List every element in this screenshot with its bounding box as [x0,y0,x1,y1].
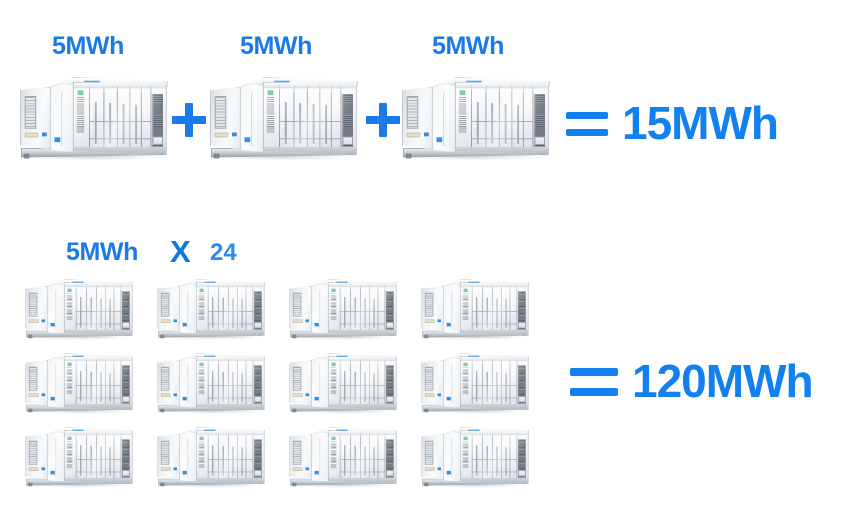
unit-body-side [262,81,357,155]
unit-branding [266,90,276,134]
unit-end-panel [401,86,435,150]
multiplier-count: 24 [210,239,237,266]
unit-accent-dot [42,132,47,137]
unit-label-1: 5MWh [52,32,124,60]
unit-vent-lower [534,136,545,145]
unit-nameplate [406,132,421,138]
unit-vent-lower [342,136,353,145]
unit-branding [76,90,86,134]
unit-shadow [27,153,162,161]
brand-mark-icon [77,90,84,96]
unit-end-door [239,83,265,153]
unit-vent-lower [152,136,163,145]
brand-wordmark [266,97,275,134]
unit-end-panel [209,86,243,150]
unit-accent-dot [424,132,429,137]
unit-foot [23,153,30,159]
unit-foot [213,153,220,159]
unit-label-3: 5MWh [432,32,504,60]
unit-foot [405,153,412,159]
result-total-top: 15MWh [622,97,779,149]
grid-unit-label: 5MWh [66,238,138,266]
result-total-grid: 120MWh [632,355,814,407]
equals-operator [566,112,608,138]
unit-body-side [454,81,549,155]
unit-nameplate [214,132,229,138]
unit-accent-dot [232,132,237,137]
brand-wordmark [76,97,85,134]
louver-vent-icon [24,96,37,129]
louver-vent-icon [406,96,419,129]
equals-operator [570,368,618,398]
brand-mark-icon [267,90,274,96]
plus-operator [172,103,206,137]
unit-body-side [72,81,167,155]
unit-nameplate [24,132,39,138]
unit-end-panel [19,86,53,150]
unit-shadow [409,153,544,161]
unit-end-door [431,83,457,153]
unit-end-door [49,83,75,153]
unit-label-2: 5MWh [240,32,312,60]
louver-vent-icon [214,96,227,129]
unit-branding [458,90,468,134]
brand-wordmark [458,97,467,134]
brand-mark-icon [459,90,466,96]
multiply-operator: X [170,234,191,269]
plus-operator [366,103,400,137]
unit-shadow [217,153,352,161]
